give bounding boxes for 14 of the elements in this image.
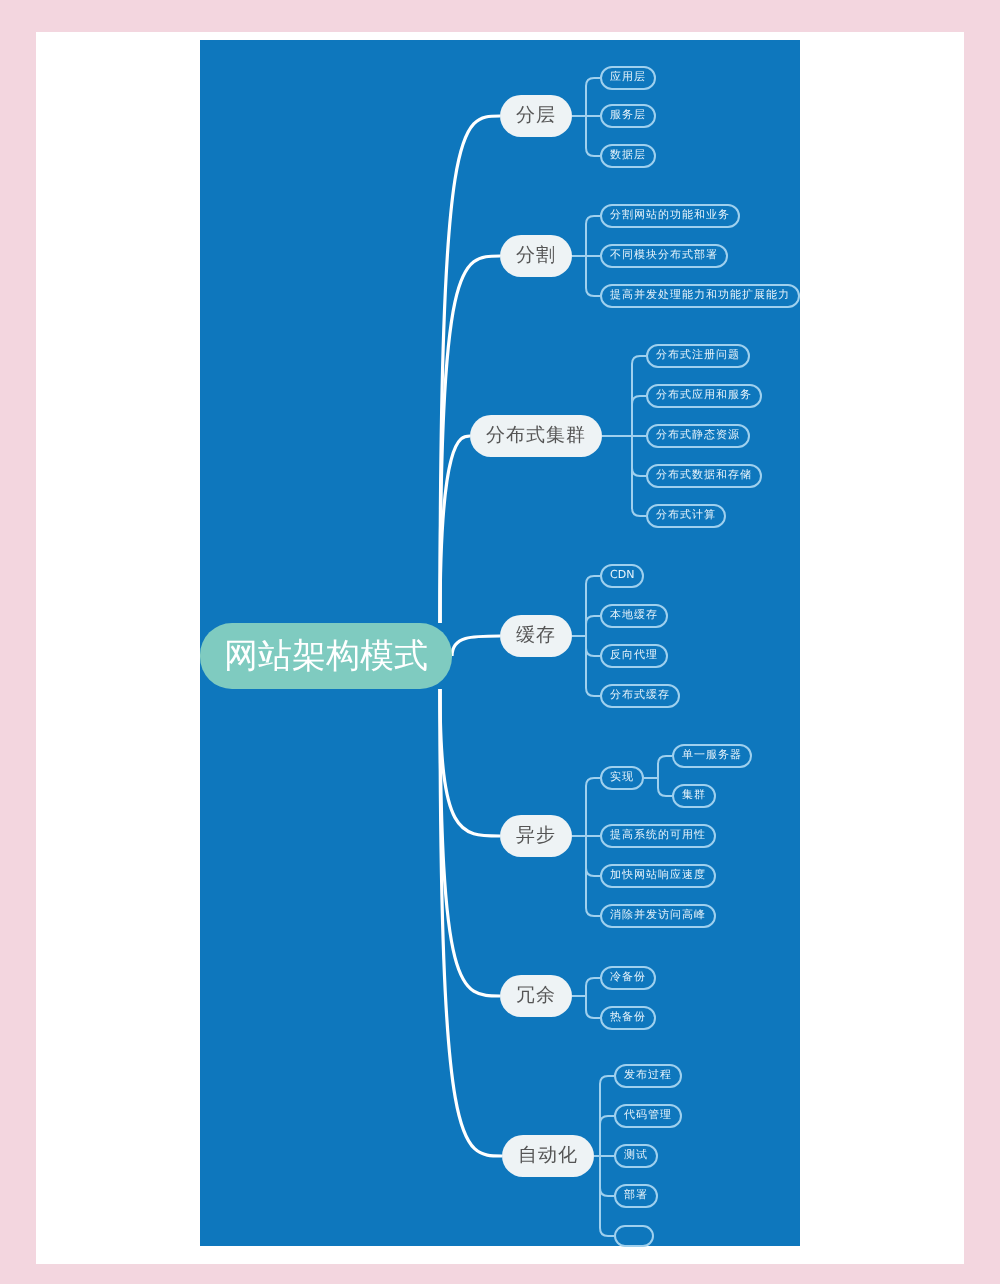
subtopic-box xyxy=(614,1225,654,1247)
connector-line xyxy=(571,635,601,697)
topic-box: 自动化 xyxy=(502,1135,594,1177)
connector-line xyxy=(571,835,601,917)
connector-line xyxy=(438,689,503,1158)
connector-line xyxy=(601,435,647,517)
connector-line xyxy=(438,434,471,623)
connector-line xyxy=(593,1155,615,1237)
connector-line xyxy=(571,995,601,1019)
root-node: 网站架构模式 xyxy=(200,623,452,689)
connector-line xyxy=(593,1115,615,1157)
topic-box: 分布式集群 xyxy=(470,415,602,457)
connector-line xyxy=(450,634,500,657)
connector-line xyxy=(643,777,673,797)
